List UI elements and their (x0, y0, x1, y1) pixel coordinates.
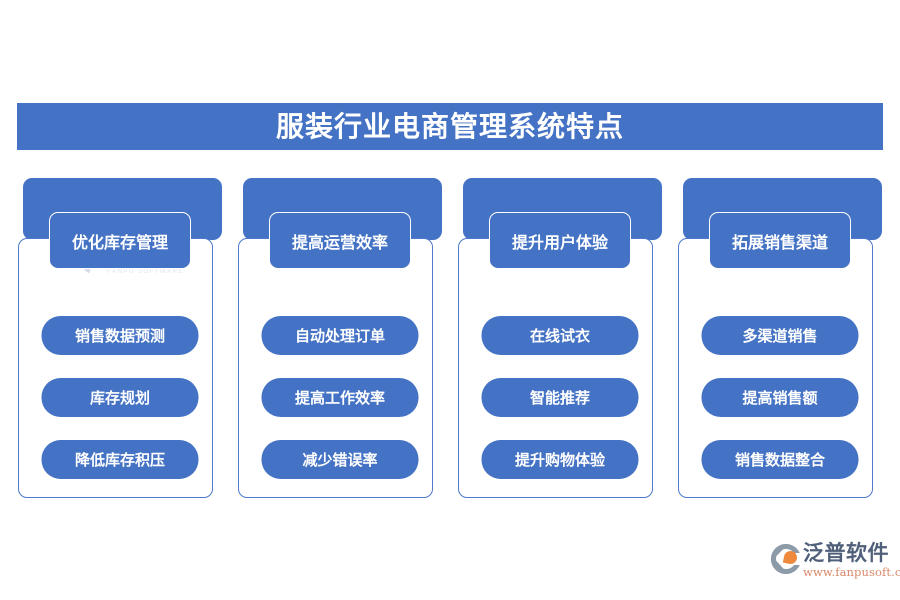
brand-name: 泛普软件 (803, 540, 889, 565)
column-items-4: 多渠道销售 提高销售额 销售数据整合 (701, 316, 859, 479)
feature-item[interactable]: 减少错误率 (261, 440, 419, 479)
page-title: 服装行业电商管理系统特点 (275, 109, 624, 143)
feature-item[interactable]: 提高销售额 (701, 378, 859, 417)
feature-item[interactable]: 销售数据整合 (701, 440, 859, 479)
feature-item-label: 销售数据整合 (734, 451, 825, 469)
column-header-4[interactable]: 拓展销售渠道 (709, 212, 851, 269)
feature-item-label: 提升购物体验 (514, 451, 605, 469)
feature-item-label: 降低库存积压 (74, 451, 165, 469)
column-items-2: 自动处理订单 提高工作效率 减少错误率 (261, 316, 419, 479)
column-header-label: 提升用户体验 (511, 232, 608, 252)
brand-text: 泛普软件 www.fanpusoft.com (803, 540, 900, 580)
feature-item[interactable]: 自动处理订单 (261, 316, 419, 355)
feature-item-label: 多渠道销售 (742, 327, 818, 345)
feature-item-label: 在线试衣 (529, 327, 590, 345)
feature-item-label: 提高工作效率 (294, 389, 385, 407)
column-header-label: 优化库存管理 (71, 232, 168, 252)
column-items-1: 销售数据预测 库存规划 降低库存积压 (41, 316, 199, 479)
feature-item-label: 自动处理订单 (294, 327, 385, 345)
column-header-3[interactable]: 提升用户体验 (489, 212, 631, 269)
feature-item[interactable]: 提升购物体验 (481, 440, 639, 479)
fanpu-swoosh-icon (771, 544, 801, 574)
feature-item-label: 提高销售额 (742, 389, 818, 407)
feature-item[interactable]: 智能推荐 (481, 378, 639, 417)
feature-column-3: 提升用户体验 在线试衣 智能推荐 提升购物体验 (458, 178, 662, 503)
column-header-label: 提高运营效率 (291, 232, 388, 252)
feature-item-label: 智能推荐 (529, 389, 590, 407)
feature-item[interactable]: 降低库存积压 (41, 440, 199, 479)
column-items-3: 在线试衣 智能推荐 提升购物体验 (481, 316, 639, 479)
brand-logo: 泛普软件 www.fanpusoft.com (771, 541, 900, 586)
feature-item-label: 销售数据预测 (74, 327, 165, 345)
column-header-2[interactable]: 提高运营效率 (269, 212, 411, 269)
feature-item-label: 减少错误率 (302, 451, 378, 469)
feature-item[interactable]: 提高工作效率 (261, 378, 419, 417)
feature-item[interactable]: 库存规划 (41, 378, 199, 417)
feature-columns: 优化库存管理 销售数据预测 库存规划 降低库存积压 提高运营效率 自动处理订单 … (18, 178, 882, 503)
feature-item-label: 库存规划 (89, 389, 150, 407)
brand-url: www.fanpusoft.com (803, 565, 900, 580)
title-banner: 服装行业电商管理系统特点 (17, 103, 883, 150)
feature-column-4: 拓展销售渠道 多渠道销售 提高销售额 销售数据整合 (678, 178, 882, 503)
feature-column-1: 优化库存管理 销售数据预测 库存规划 降低库存积压 (18, 178, 222, 503)
column-header-label: 拓展销售渠道 (731, 232, 828, 252)
feature-item[interactable]: 在线试衣 (481, 316, 639, 355)
column-header-1[interactable]: 优化库存管理 (49, 212, 191, 269)
feature-column-2: 提高运营效率 自动处理订单 提高工作效率 减少错误率 (238, 178, 442, 503)
feature-item[interactable]: 销售数据预测 (41, 316, 199, 355)
feature-item[interactable]: 多渠道销售 (701, 316, 859, 355)
